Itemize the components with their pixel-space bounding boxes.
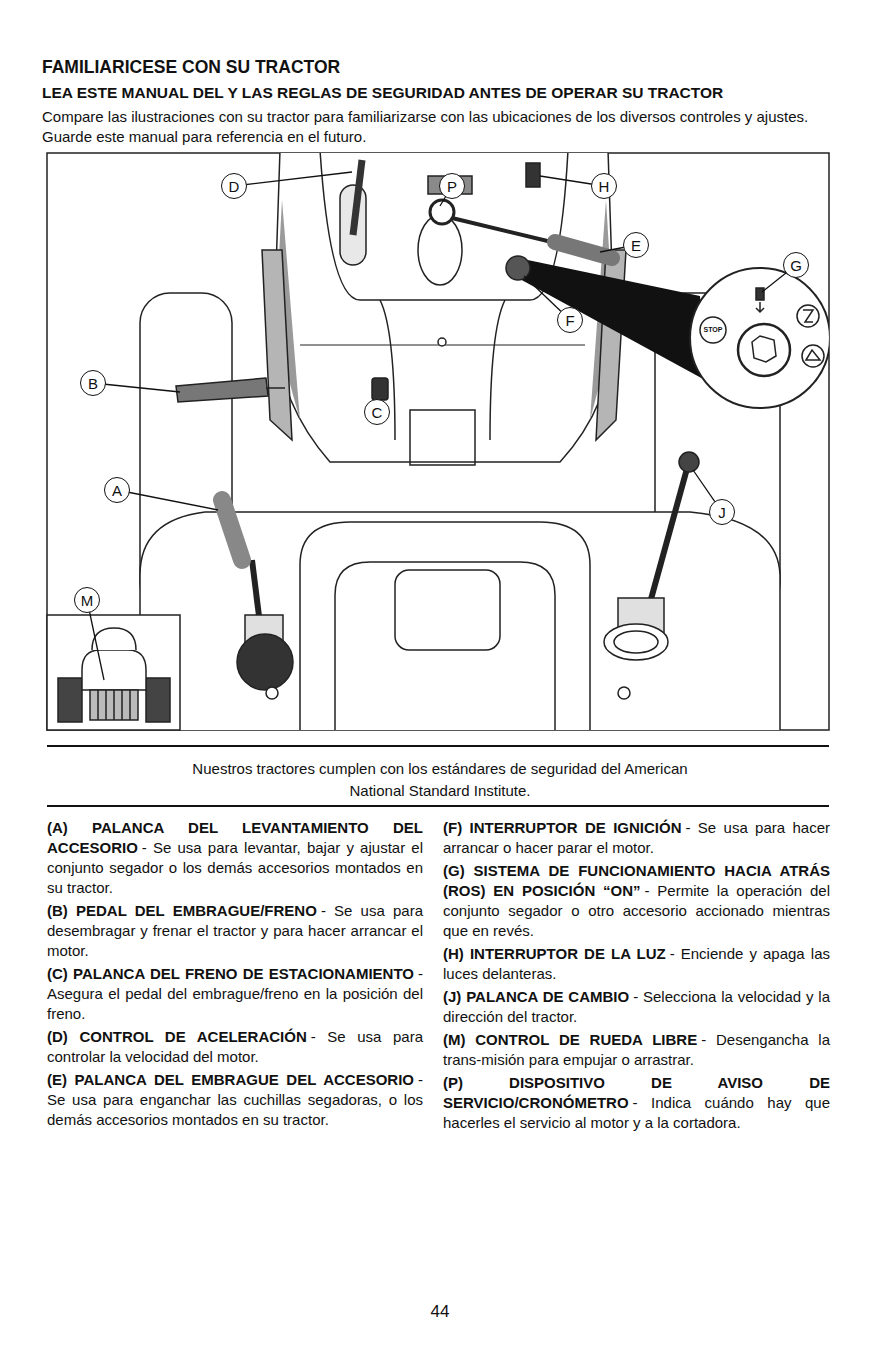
control-name: (D) CONTROL DE ACELERACIÓN xyxy=(47,1028,307,1045)
control-name: (B) PEDAL DEL EMBRAGUE/FRENO xyxy=(47,902,317,919)
rule-line xyxy=(47,805,829,807)
callout-text: C xyxy=(372,405,383,420)
control-name: (F) INTERRUPTOR DE IGNICIÓN xyxy=(443,819,681,836)
control-description: (C) PALANCA DEL FRENO DE ESTACIONAMIENTO… xyxy=(47,964,423,1024)
control-description: (G) SISTEMA DE FUNCIONAMIENTO HACIA ATRÁ… xyxy=(443,861,830,941)
callout-text: G xyxy=(790,258,802,273)
control-name: (J) PALANCA DE CAMBIO xyxy=(443,988,629,1005)
callout-letter: H xyxy=(591,173,617,199)
rule-line xyxy=(47,745,829,747)
callout-text: B xyxy=(88,376,98,391)
control-description: (P) DISPOSITIVO DE AVISO DE SERVICIO/CRO… xyxy=(443,1073,830,1133)
control-name: (H) INTERRUPTOR DE LA LUZ xyxy=(443,945,666,962)
control-description: (J) PALANCA DE CAMBIO- Selecciona la vel… xyxy=(443,987,830,1027)
callout-letter: P xyxy=(439,173,465,199)
callout-letter: F xyxy=(557,307,583,333)
callout-text: F xyxy=(565,313,574,328)
control-description: (F) INTERRUPTOR DE IGNICIÓN- Se usa para… xyxy=(443,818,830,858)
control-description: (H) INTERRUPTOR DE LA LUZ- Enciende y ap… xyxy=(443,944,830,984)
leader-lines xyxy=(87,172,796,680)
callout-letter: J xyxy=(709,499,735,525)
callout-text: H xyxy=(599,179,610,194)
text-column: (A) PALANCA DEL LEVANTAMIENTO DEL ACCESO… xyxy=(47,818,423,1133)
callout-letter: G xyxy=(783,252,809,278)
callout-letter: D xyxy=(221,173,247,199)
callout-text: M xyxy=(81,593,94,608)
callout-text: P xyxy=(447,179,457,194)
text-column: (F) INTERRUPTOR DE IGNICIÓN- Se usa para… xyxy=(443,818,830,1136)
control-name: (M) CONTROL DE RUEDA LIBRE xyxy=(443,1031,697,1048)
control-description: (E) PALANCA DEL EMBRAGUE DEL ACCESORIO- … xyxy=(47,1070,423,1130)
figure-caption: Nuestros tractores cumplen con los están… xyxy=(170,758,710,802)
callout-text: E xyxy=(631,238,641,253)
callout-letter: E xyxy=(623,232,649,258)
page-number: 44 xyxy=(431,1302,450,1322)
control-name: (C) PALANCA DEL FRENO DE ESTACIONAMIENTO xyxy=(47,965,414,982)
subheading: LEA ESTE MANUAL DEL Y LAS REGLAS DE SEGU… xyxy=(42,84,723,102)
callout-letter: M xyxy=(74,587,100,613)
intro-text: Compare las ilustraciones con su tractor… xyxy=(42,107,837,147)
freewheel-inset xyxy=(47,615,180,730)
control-description: (M) CONTROL DE RUEDA LIBRE- Desengancha … xyxy=(443,1030,830,1070)
callout-letter: C xyxy=(364,399,390,425)
tractor-drawing xyxy=(140,153,829,730)
page-title: FAMILIARICESE CON SU TRACTOR xyxy=(42,57,340,78)
callout-text: J xyxy=(718,505,726,520)
control-description: (A) PALANCA DEL LEVANTAMIENTO DEL ACCESO… xyxy=(47,818,423,898)
icon-text: STOP xyxy=(704,326,723,334)
callout-letter: A xyxy=(104,477,130,503)
control-description: (D) CONTROL DE ACELERACIÓN- Se usa para … xyxy=(47,1027,423,1067)
control-description: (B) PEDAL DEL EMBRAGUE/FRENO- Se usa par… xyxy=(47,901,423,961)
callout-text: D xyxy=(229,179,240,194)
callout-text: A xyxy=(112,483,122,498)
control-name: (E) PALANCA DEL EMBRAGUE DEL ACCESORIO xyxy=(47,1071,414,1088)
callout-letter: B xyxy=(80,370,106,396)
